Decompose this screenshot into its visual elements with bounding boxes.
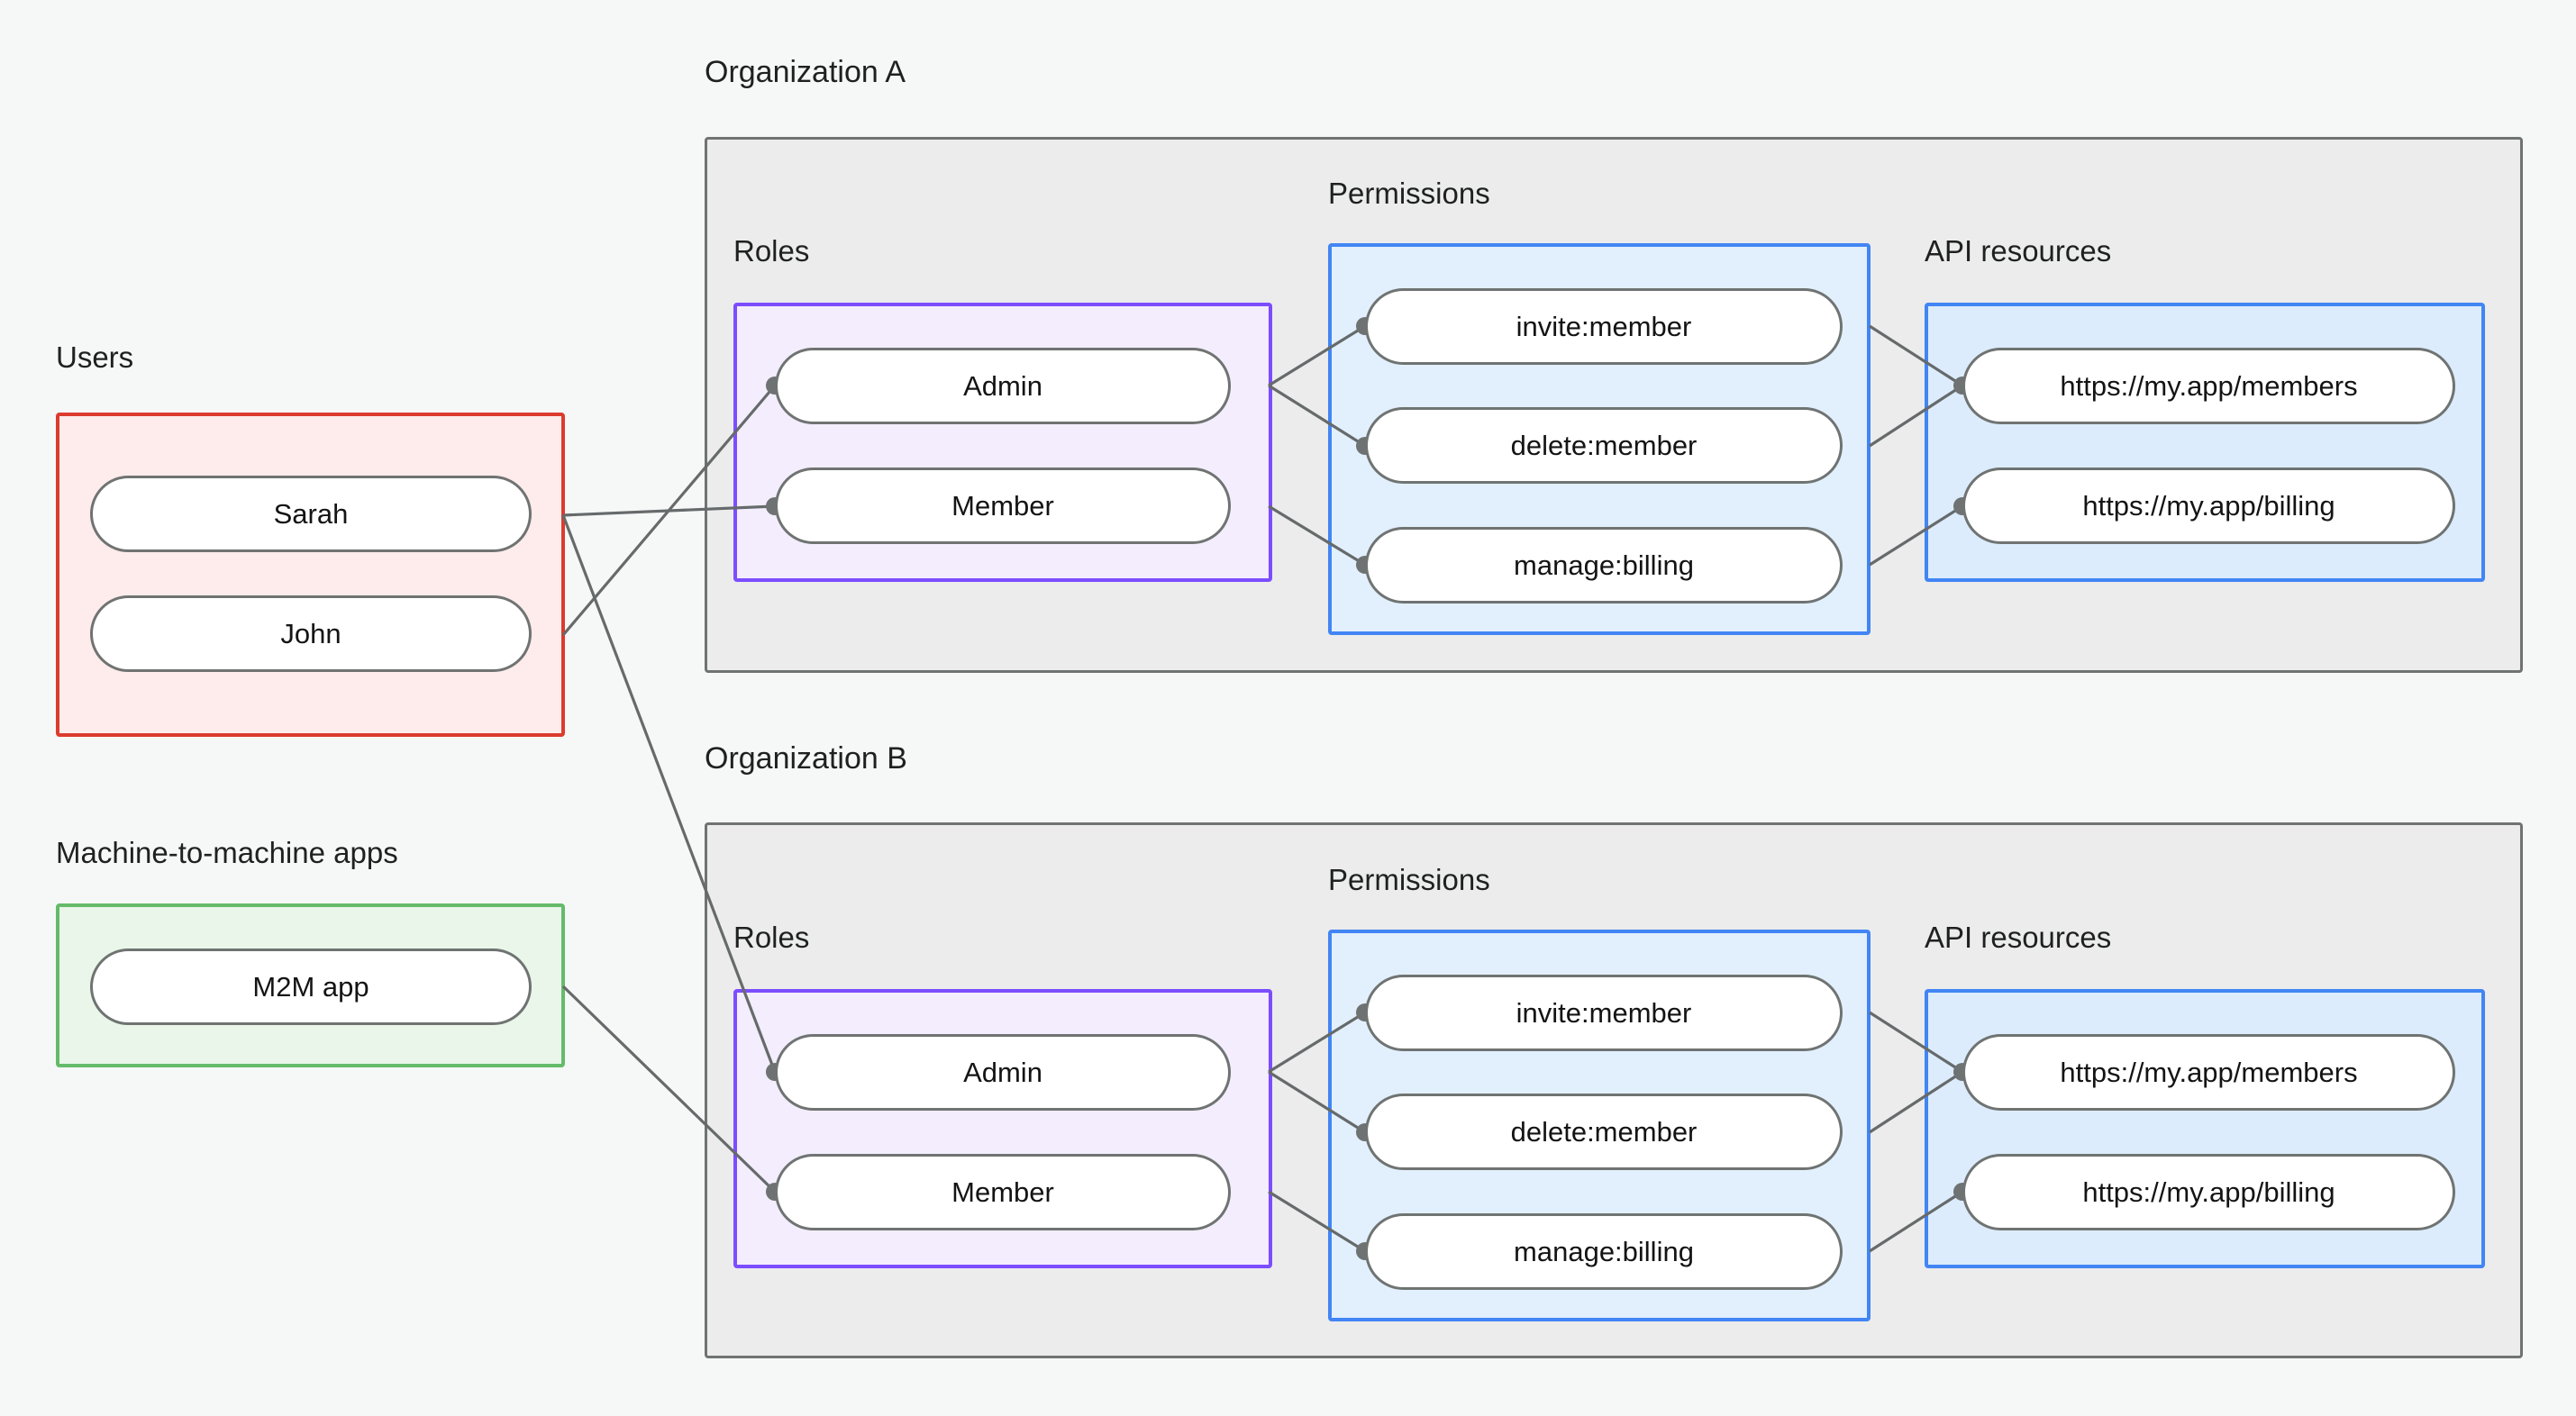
orgA-permissions-label: Permissions <box>1328 177 1490 210</box>
orgA-api-resource-billing[interactable]: https://my.app/billing <box>1962 467 2455 544</box>
orgA-permission-manage-billing[interactable]: manage:billing <box>1365 527 1843 604</box>
orgB-permission-manage-billing[interactable]: manage:billing <box>1365 1213 1843 1290</box>
user-node-john[interactable]: John <box>90 595 532 672</box>
orgA-permission-invite-member[interactable]: invite:member <box>1365 288 1843 365</box>
orgA-role-member[interactable]: Member <box>775 467 1231 544</box>
users-label: Users <box>56 340 134 374</box>
orgB-role-admin[interactable]: Admin <box>775 1034 1231 1111</box>
orgB-permissions-label: Permissions <box>1328 863 1490 896</box>
orgB-role-member[interactable]: Member <box>775 1154 1231 1230</box>
machine-apps-label: Machine-to-machine apps <box>56 836 398 869</box>
orgB-permission-invite-member[interactable]: invite:member <box>1365 975 1843 1051</box>
organization-a-label: Organization A <box>705 55 906 89</box>
orgB-api-resource-members[interactable]: https://my.app/members <box>1962 1034 2455 1111</box>
orgA-permission-delete-member[interactable]: delete:member <box>1365 407 1843 484</box>
orgB-api-resources-label: API resources <box>1925 921 2112 954</box>
users-group <box>56 413 565 737</box>
user-node-sarah[interactable]: Sarah <box>90 476 532 552</box>
orgA-role-admin[interactable]: Admin <box>775 348 1231 424</box>
m2m-node-app[interactable]: M2M app <box>90 949 532 1025</box>
orgB-api-resource-billing[interactable]: https://my.app/billing <box>1962 1154 2455 1230</box>
orgB-permission-delete-member[interactable]: delete:member <box>1365 1094 1843 1170</box>
orgA-api-resources-label: API resources <box>1925 234 2112 268</box>
orgA-roles-label: Roles <box>733 234 810 268</box>
orgA-api-resource-members[interactable]: https://my.app/members <box>1962 348 2455 424</box>
orgB-roles-label: Roles <box>733 921 810 954</box>
organization-b-label: Organization B <box>705 741 907 776</box>
